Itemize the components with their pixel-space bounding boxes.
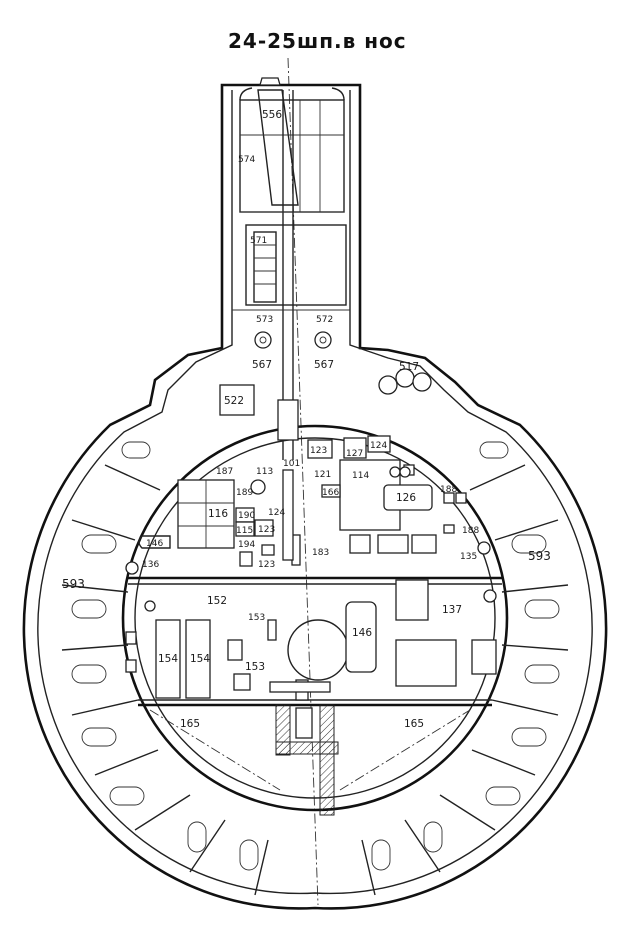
label-121: 121 [314,470,331,480]
label-556: 556 [262,109,282,121]
label-124-top: 124 [370,441,387,451]
label-126: 126 [396,492,416,504]
bottom-tanks [149,704,471,816]
pressure-hull-inner [134,437,496,799]
label-574: 574 [238,155,255,165]
label-571: 571 [250,236,267,246]
label-188-top: 188 [440,485,457,495]
label-123-mid: 123 [258,525,275,535]
label-165-left: 165 [180,718,200,730]
label-593-left: 593 [62,577,85,591]
label-187: 187 [216,467,233,477]
label-152: 152 [207,595,227,607]
label-517: 517 [399,361,419,373]
label-115: 115 [236,526,253,536]
label-136: 136 [142,560,159,570]
pressure-hull-outer [121,424,509,812]
label-154-right: 154 [190,653,210,665]
center-axis-line [287,57,319,906]
label-154-left: 154 [158,653,178,665]
label-190: 190 [238,511,255,521]
label-567-right: 567 [314,359,334,371]
label-123-low: 123 [258,560,275,570]
label-166: 166 [322,488,339,498]
label-146-low: 146 [352,627,372,639]
label-189: 189 [236,488,253,498]
frame-title: 24-25шп.в нос [228,29,407,53]
label-573: 573 [256,315,273,325]
label-188-bottom: 188 [462,526,479,536]
label-127: 127 [346,449,363,459]
label-146-top: 146 [146,539,163,549]
label-522: 522 [224,395,244,407]
label-135: 135 [460,552,477,562]
label-114: 114 [352,471,369,481]
upper-compartment [125,435,502,585]
conning-tower [232,77,350,460]
label-124-mid: 124 [268,508,285,518]
label-116: 116 [208,508,228,520]
label-194: 194 [238,540,255,550]
label-593-right: 593 [528,549,551,563]
label-165-right: 165 [404,718,424,730]
lower-compartment [125,579,497,707]
label-183: 183 [312,548,329,558]
label-137: 137 [442,604,462,616]
label-572: 572 [316,315,333,325]
frame-compartments [61,441,569,896]
label-153-low: 153 [245,661,265,673]
label-113: 113 [256,467,273,477]
label-123-top: 123 [310,446,327,456]
label-567-left: 567 [252,359,272,371]
callout-labels: 556 574 571 573 572 567 567 517 522 123 … [62,109,551,730]
upper-deck-equipment [219,368,432,441]
outer-hull [22,83,608,910]
label-101: 101 [283,459,300,469]
label-153-top: 153 [248,613,265,623]
